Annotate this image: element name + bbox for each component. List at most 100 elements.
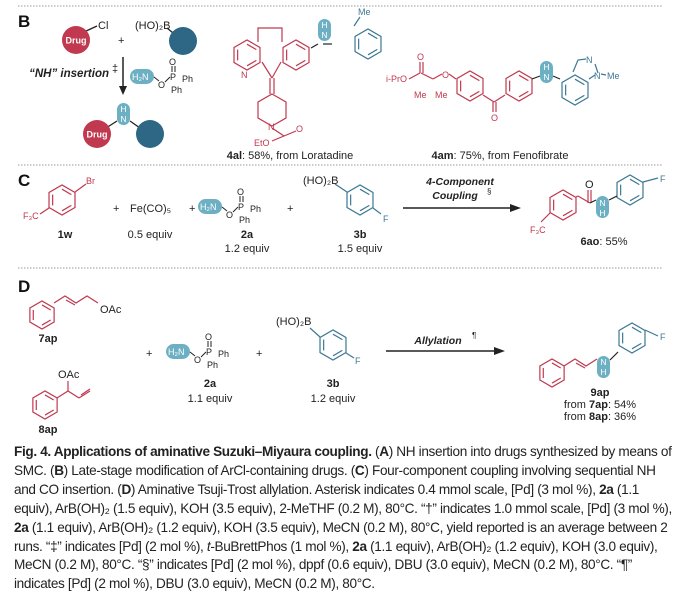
double-bond <box>332 333 343 341</box>
methyl-label: Me <box>607 71 620 81</box>
arrow-label-line1: 4-Component <box>425 176 494 188</box>
compound-id-8ap: 8ap <box>39 424 58 436</box>
trifluoromethyl-label: F₃C <box>23 211 39 221</box>
drug-label: Drug <box>87 130 108 140</box>
nh-pill <box>117 103 130 125</box>
double-bond <box>551 362 562 369</box>
compound-id-9ap: 9ap <box>591 387 610 399</box>
generic-product: H N Drug <box>83 103 164 148</box>
n-label: N <box>120 114 126 124</box>
bond <box>372 207 382 215</box>
compound-id-7ap: 7ap <box>39 333 58 345</box>
n-label: N <box>599 198 605 208</box>
equiv-3b: 1.2 equiv <box>311 393 356 405</box>
h-label: H <box>120 104 126 114</box>
double-bond <box>469 74 480 82</box>
double-bond <box>246 43 257 51</box>
h-label: H <box>321 20 327 30</box>
indazole-n: N <box>594 71 601 81</box>
acetate-label: OAc <box>100 304 122 316</box>
benzene-ring <box>48 184 76 216</box>
double-bond <box>359 204 370 212</box>
footnote-mark: ‡ <box>112 63 118 75</box>
ether-o: O <box>442 70 449 80</box>
phosphorus-label: P <box>238 202 244 212</box>
bond <box>540 212 551 223</box>
equiv-feco: 0.5 equiv <box>128 229 173 241</box>
caption-4al: 4al: 58%, from Loratadine <box>227 150 354 162</box>
structure-4am: H N <box>408 58 607 112</box>
reaction-arrow <box>386 347 505 355</box>
drug-circle <box>83 120 111 148</box>
partner-circle <box>169 27 197 55</box>
yield-from-7ap: from 7ap: 54% <box>564 399 636 411</box>
h-label: H <box>599 208 605 218</box>
arrow-label: Allylation <box>413 335 461 347</box>
phenyl-label: Ph <box>171 85 182 95</box>
nh-insertion-label: “NH” insertion <box>29 68 109 80</box>
bond <box>334 183 348 193</box>
h-label: H <box>600 367 606 377</box>
caption-segment: ( <box>371 444 380 459</box>
double-bond <box>629 178 640 186</box>
boronic-acid-label: (HO)₂B <box>276 316 311 328</box>
bond <box>642 177 659 183</box>
caption-segment: 2a <box>14 519 29 535</box>
caption-segment: A <box>379 444 389 459</box>
phenyl-label: Ph <box>182 74 193 84</box>
plus-sign: + <box>113 203 119 215</box>
chlorine-label: Cl <box>98 20 108 32</box>
plus-sign: + <box>256 348 262 360</box>
h2n-label: H₂N <box>168 347 185 357</box>
double-bond <box>562 209 573 217</box>
fluorine-label: F <box>383 214 389 224</box>
panel-label-b: B <box>18 12 30 31</box>
arrow-label-line2: Coupling <box>432 190 478 202</box>
boronic-acid-label: (HO)₂B <box>135 20 170 32</box>
product-6ao <box>577 190 618 218</box>
double-bond <box>41 319 52 326</box>
down-arrow <box>119 57 127 95</box>
double-bond <box>574 78 585 86</box>
double-bond <box>518 74 529 82</box>
double-bond <box>359 188 370 196</box>
fluorine-label: F <box>660 174 666 184</box>
phenyl-label: Ph <box>207 360 218 370</box>
double-bond <box>41 304 52 311</box>
bond <box>309 327 321 338</box>
plus-sign: + <box>189 203 195 215</box>
double-bond <box>44 409 55 416</box>
oxygen-label: O <box>158 80 165 90</box>
bond <box>345 352 355 359</box>
bond <box>644 329 659 337</box>
double-bond <box>631 342 642 350</box>
piperidine-n: N <box>268 122 275 132</box>
caption-segment: (1.1 equiv), ArB(OH)₂ (1.2 equiv), KOH (… <box>14 538 658 592</box>
structure-4al: H N <box>233 16 382 142</box>
caption-segment: ) Four-component coupling involving sequ… <box>14 462 656 497</box>
caption-segment: 2a <box>599 481 614 497</box>
d-ring-structures <box>29 300 659 420</box>
benzene-ring <box>29 300 55 330</box>
h2n-pill <box>166 344 190 359</box>
caption-segment: B <box>54 462 64 478</box>
benzene-ring <box>354 28 382 60</box>
nh-pill <box>597 356 610 378</box>
phosphoryl-o: O <box>205 332 212 342</box>
double-bond <box>562 193 573 201</box>
bond <box>39 207 50 215</box>
bromine-label: Br <box>86 176 95 186</box>
benzene-ring <box>282 39 310 71</box>
double-bond <box>551 377 562 384</box>
caption-segment: D <box>121 481 131 497</box>
carbonyl-o: O <box>296 124 303 134</box>
compound-id-2a: 2a <box>204 378 217 390</box>
benzene-ring <box>456 70 484 102</box>
phosphorus-label: P <box>170 72 176 82</box>
double-bond <box>574 94 585 102</box>
h2n-label: H₂N <box>200 202 217 212</box>
bond <box>261 61 273 79</box>
caption-segment: -BuBrettPhos (1 mol %), <box>210 538 353 554</box>
bond <box>74 183 87 193</box>
